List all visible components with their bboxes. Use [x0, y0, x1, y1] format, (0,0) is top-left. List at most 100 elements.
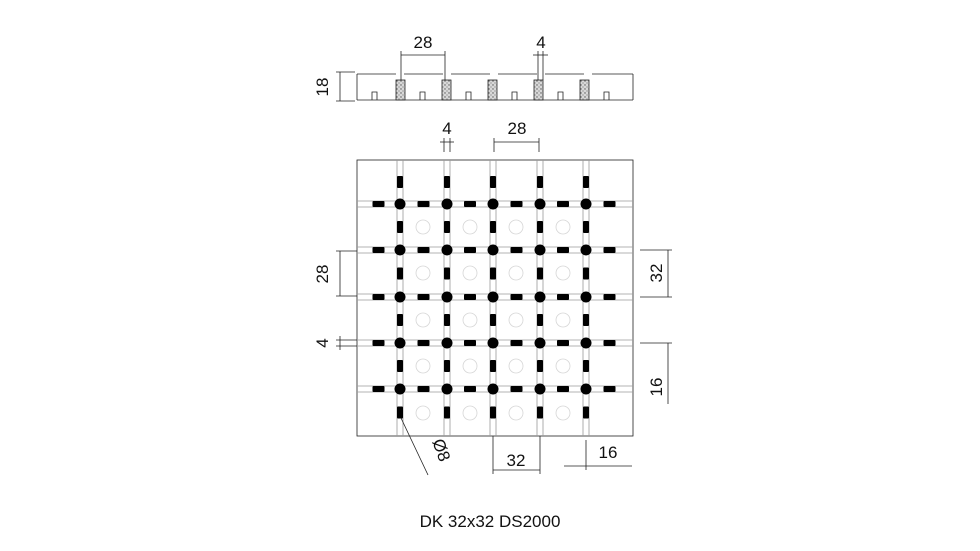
plan-right-half-label: 16 — [647, 378, 666, 397]
spacer-bar-vertical — [583, 267, 589, 280]
plan-top-pitch-label: 28 — [508, 119, 527, 138]
spacer-bar-horizontal — [464, 247, 476, 253]
section-view: 18 28 4 — [313, 33, 634, 102]
spacer-bar-horizontal — [372, 340, 385, 346]
spacer-node — [534, 337, 546, 349]
plan-left-pitch-label: 28 — [313, 265, 332, 284]
spacer-node — [487, 291, 499, 303]
section-height-label: 18 — [313, 78, 332, 97]
diameter-leader-line — [400, 417, 429, 476]
spacer-bar-vertical — [444, 406, 450, 419]
spacer-bar-vertical — [444, 360, 450, 372]
spacer-bar-horizontal — [603, 294, 616, 300]
section-pitch-label: 28 — [414, 33, 433, 52]
spacer-bar-vertical — [490, 314, 496, 326]
spacer-bar-vertical — [397, 267, 403, 280]
spacer-bar-horizontal — [464, 294, 476, 300]
spacer-bar-vertical — [490, 406, 496, 419]
spacer-node — [580, 244, 592, 256]
spacer-node — [394, 291, 406, 303]
spacer-bar-vertical — [537, 360, 543, 372]
spacer-bar-vertical — [583, 221, 589, 233]
spacer-node — [487, 337, 499, 349]
spacer-node — [441, 337, 453, 349]
spacer-bar-horizontal — [464, 386, 476, 392]
spacer-bar-horizontal — [557, 340, 569, 346]
plan-top-gap-dimension — [440, 138, 454, 152]
spacer-node — [534, 198, 546, 210]
spacer-node — [441, 291, 453, 303]
spacer-bar-horizontal — [557, 386, 569, 392]
drawing-caption: DK 32x32 DS2000 — [420, 512, 561, 531]
spacer-node — [580, 337, 592, 349]
plan-top-pitch-dimension — [493, 138, 540, 152]
section-gap-dimension — [533, 51, 548, 80]
spacer-bar-vertical — [444, 314, 450, 326]
spacer-bars — [372, 176, 616, 419]
spacer-node — [487, 198, 499, 210]
plan-bottom-module-label: 32 — [507, 451, 526, 470]
spacer-bar-horizontal — [603, 201, 616, 207]
plan-view: 4 28 28 4 32 16 — [313, 119, 672, 476]
section-joints — [395, 79, 590, 101]
plan-left-pitch-dimension — [336, 250, 357, 297]
spacer-bar-vertical — [397, 406, 403, 419]
spacer-bar-horizontal — [510, 247, 523, 253]
spacer-bar-vertical — [583, 314, 589, 326]
plan-tile-circles — [415, 219, 571, 421]
spacer-node — [534, 291, 546, 303]
spacer-bar-horizontal — [510, 340, 523, 346]
spacer-bar-horizontal — [510, 294, 523, 300]
spacer-node — [487, 383, 499, 395]
plan-bottom-half-label: 16 — [599, 443, 618, 462]
spacer-bar-horizontal — [603, 247, 616, 253]
plan-left-gap-label: 4 — [313, 338, 332, 347]
spacer-bar-horizontal — [464, 340, 476, 346]
spacer-bar-horizontal — [557, 201, 569, 207]
spacer-node — [534, 383, 546, 395]
plan-left-gap-dimension — [336, 336, 357, 350]
spacer-bar-horizontal — [372, 386, 385, 392]
spacer-node — [487, 244, 499, 256]
spacer-node — [394, 337, 406, 349]
spacer-bar-horizontal — [510, 386, 523, 392]
spacer-bar-horizontal — [417, 247, 430, 253]
spacer-bar-horizontal — [417, 340, 430, 346]
spacer-bar-vertical — [490, 267, 496, 280]
spacer-node — [580, 383, 592, 395]
spacer-bar-vertical — [444, 176, 450, 188]
spacer-bar-horizontal — [464, 201, 476, 207]
plan-right-module-label: 32 — [647, 264, 666, 283]
plan-right-module-dimension — [640, 249, 672, 298]
plan-top-gap-label: 4 — [442, 119, 451, 138]
spacer-bar-vertical — [583, 176, 589, 188]
spacer-node — [441, 198, 453, 210]
spacer-bar-vertical — [537, 267, 543, 280]
spacer-bar-vertical — [537, 314, 543, 326]
section-gap-label: 4 — [536, 33, 545, 52]
spacer-bar-horizontal — [603, 340, 616, 346]
spacer-bar-horizontal — [372, 294, 385, 300]
spacer-bar-horizontal — [372, 247, 385, 253]
spacer-bar-vertical — [490, 221, 496, 233]
spacer-bar-vertical — [537, 406, 543, 419]
diameter-label: Ø8 — [428, 436, 454, 464]
spacer-bar-vertical — [444, 221, 450, 233]
spacer-bar-vertical — [537, 176, 543, 188]
spacer-bar-vertical — [490, 176, 496, 188]
plan-bottom-module-dimension — [492, 436, 541, 474]
spacer-node — [394, 383, 406, 395]
spacer-bar-vertical — [583, 406, 589, 419]
spacer-bar-vertical — [537, 221, 543, 233]
spacer-bar-vertical — [444, 267, 450, 280]
spacer-bar-horizontal — [510, 201, 523, 207]
plan-right-half-dimension — [640, 342, 672, 404]
spacer-bar-horizontal — [417, 386, 430, 392]
spacer-bar-horizontal — [557, 294, 569, 300]
spacer-bar-vertical — [397, 314, 403, 326]
spacer-bar-vertical — [583, 360, 589, 372]
plan-bottom-half-dimension — [564, 440, 632, 470]
spacer-bar-vertical — [397, 221, 403, 233]
section-height-dimension — [336, 71, 355, 102]
